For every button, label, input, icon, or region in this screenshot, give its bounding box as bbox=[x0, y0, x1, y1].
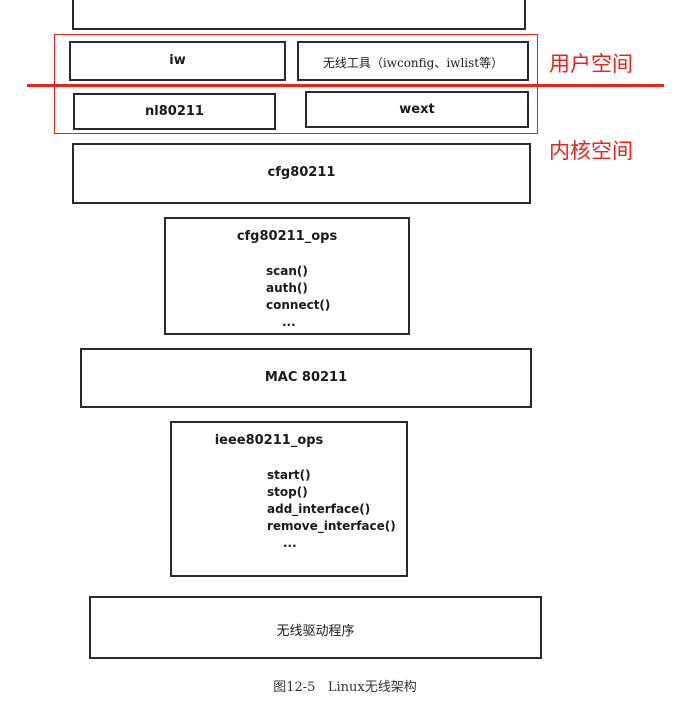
wext-box: wext bbox=[305, 91, 529, 128]
cfg80211-box: cfg80211 bbox=[72, 143, 531, 204]
iw-box: iw bbox=[69, 41, 286, 81]
mac80211-label: MAC 80211 bbox=[264, 370, 348, 385]
ieee80211-ops-method-list: start() stop() add_interface() remove_in… bbox=[267, 467, 396, 552]
cfg80211-ops-method: auth() bbox=[266, 281, 308, 295]
cfg80211-ops-method: connect() bbox=[266, 298, 331, 312]
ieee80211-ops-ellipsis: ... bbox=[283, 536, 297, 550]
cfg80211-ops-method-list: scan() auth() connect() ... bbox=[266, 263, 330, 331]
nl80211-box: nl80211 bbox=[73, 93, 276, 130]
cfg80211-ops-method: scan() bbox=[266, 264, 308, 278]
ieee80211-ops-method: add_interface() bbox=[267, 502, 371, 516]
wext-label: wext bbox=[399, 102, 435, 117]
wireless-driver-label: 无线驱动程序 bbox=[276, 624, 355, 639]
kernel-space-label: 内核空间 bbox=[549, 139, 633, 163]
ieee80211-ops-box: ieee80211_ops start() stop() add_interfa… bbox=[170, 421, 408, 577]
mac80211-box: MAC 80211 bbox=[80, 348, 532, 408]
ieee80211-ops-method: remove_interface() bbox=[267, 519, 396, 533]
iw-label: iw bbox=[169, 53, 186, 68]
figure-caption: 图12-5 Linux无线架构 bbox=[273, 680, 417, 695]
wireless-driver-box: 无线驱动程序 bbox=[89, 596, 542, 659]
top-partial-box bbox=[72, 0, 526, 30]
ieee80211-ops-method: stop() bbox=[267, 485, 308, 499]
cfg80211-ops-ellipsis: ... bbox=[282, 315, 296, 329]
user-kernel-divider-line bbox=[27, 84, 664, 87]
wireless-tools-box: 无线工具（iwconfig、iwlist等） bbox=[297, 41, 529, 81]
ieee80211-ops-title: ieee80211_ops bbox=[214, 433, 324, 448]
wireless-tools-label: 无线工具（iwconfig、iwlist等） bbox=[322, 56, 504, 70]
ieee80211-ops-method: start() bbox=[267, 468, 311, 482]
nl80211-label: nl80211 bbox=[145, 104, 204, 119]
cfg80211-ops-box: cfg80211_ops scan() auth() connect() ... bbox=[164, 217, 410, 335]
cfg80211-label: cfg80211 bbox=[267, 165, 336, 180]
cfg80211-ops-title: cfg80211_ops bbox=[236, 229, 338, 244]
user-space-label: 用户空间 bbox=[549, 52, 633, 76]
